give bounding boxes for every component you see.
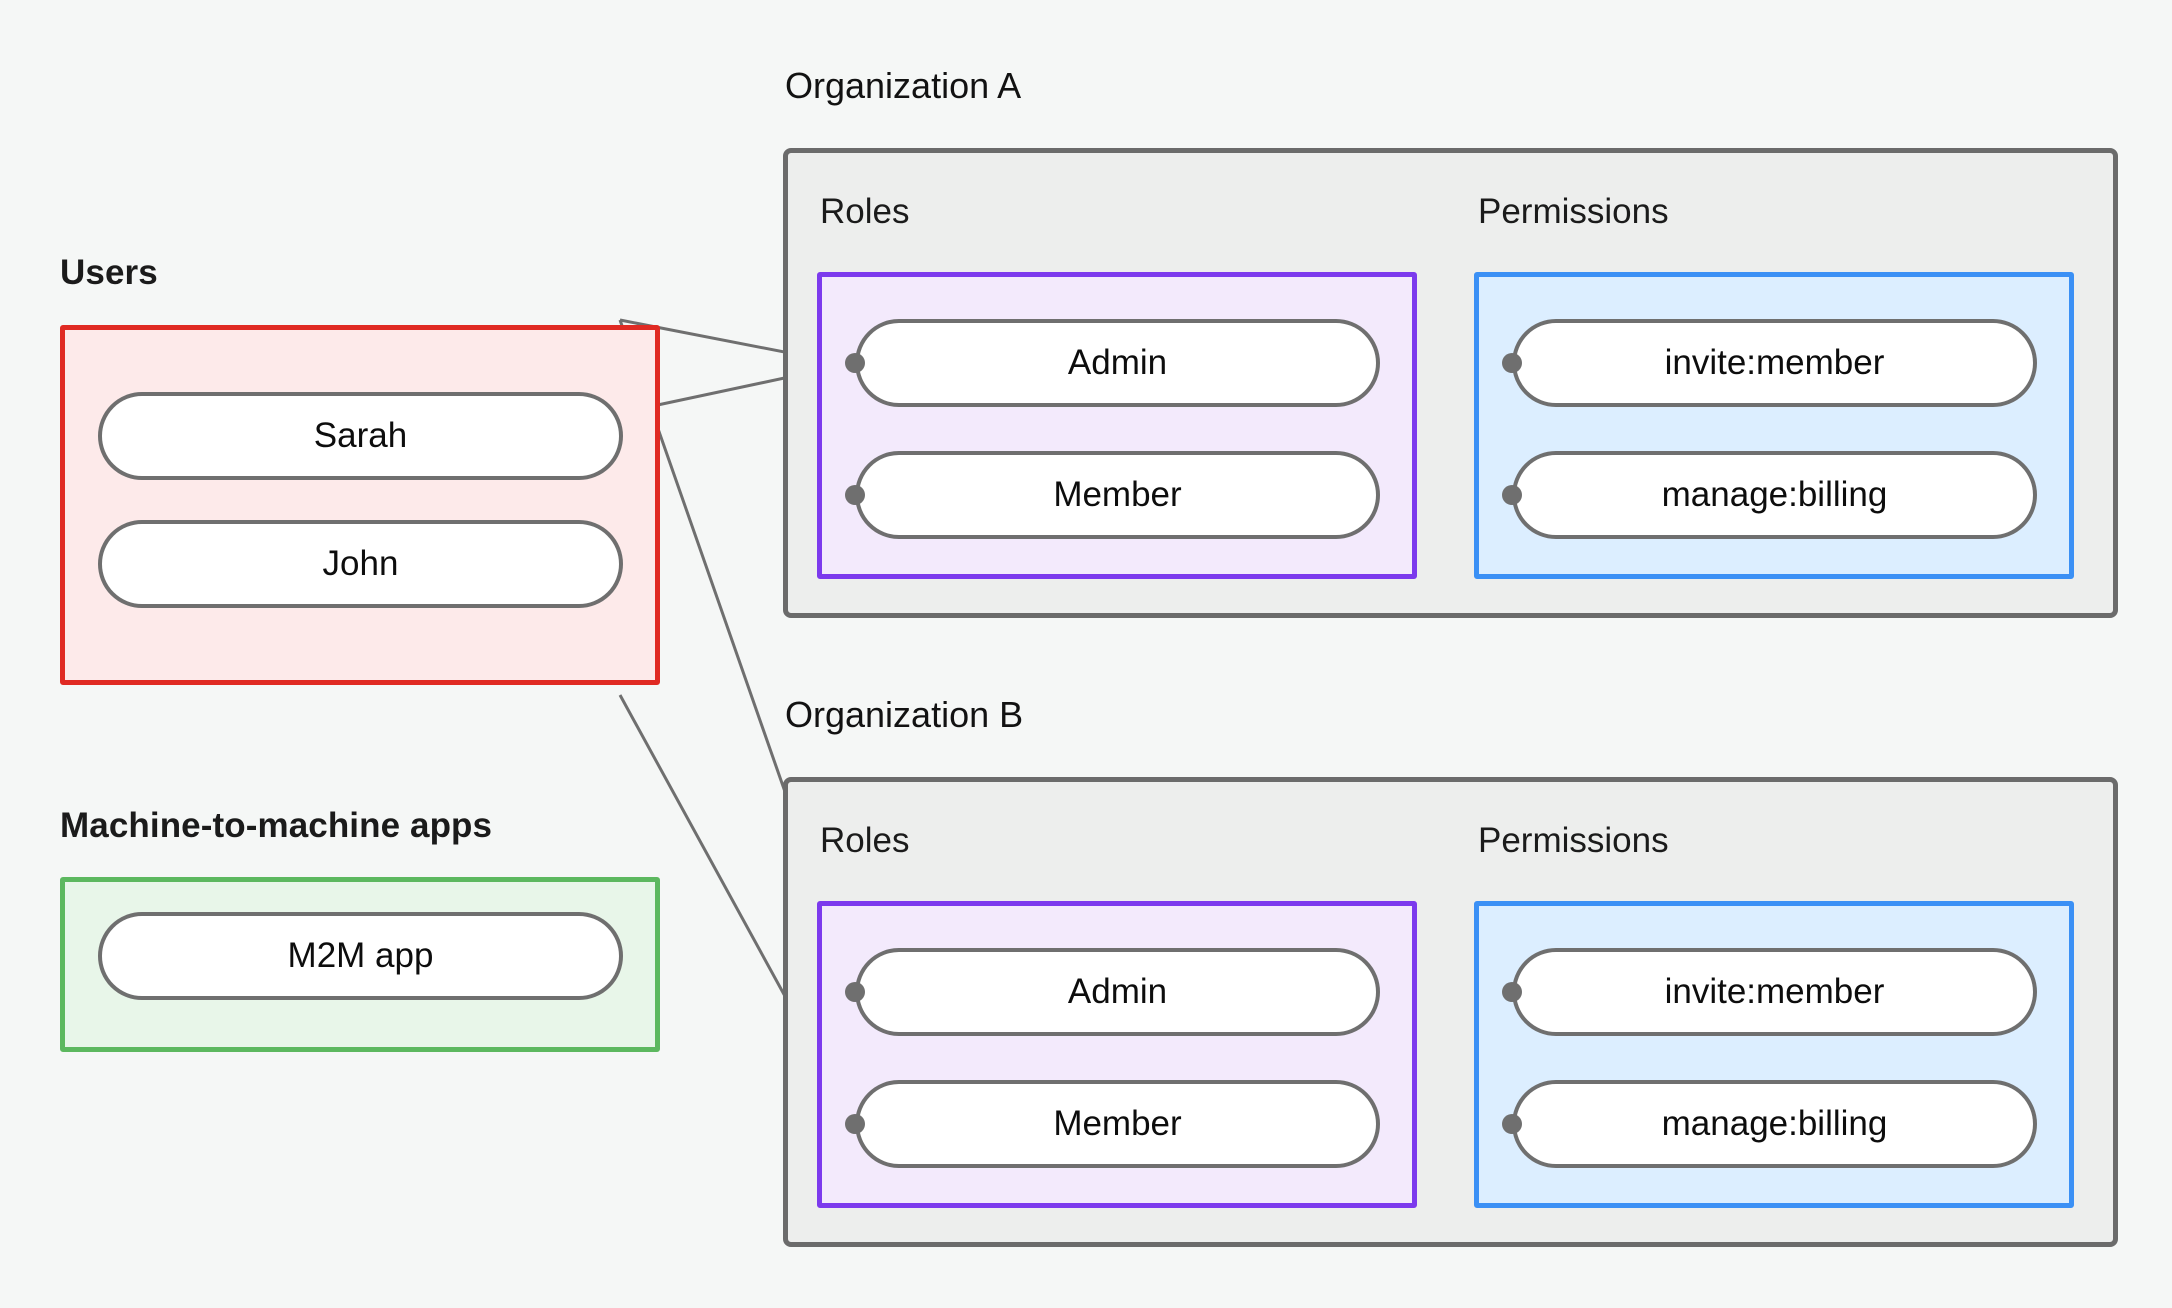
users-group-title: Users <box>60 253 158 292</box>
port-org-b-member-in <box>845 1114 865 1134</box>
org-a-permissions-title: Permissions <box>1478 192 1669 231</box>
port-org-a-member-in <box>845 485 865 505</box>
m2m-node-app[interactable]: M2M app <box>98 912 623 1000</box>
org-a-permission-node-manage-billing[interactable]: manage:billing <box>1512 451 2037 539</box>
org-b-permission-node-invite-member[interactable]: invite:member <box>1512 948 2037 1036</box>
user-node-john[interactable]: John <box>98 520 623 608</box>
port-org-b-invite-member-in <box>1502 982 1522 1002</box>
port-org-a-manage-billing-in <box>1502 485 1522 505</box>
users-group-box <box>60 325 660 685</box>
org-a-roles-title: Roles <box>820 192 910 231</box>
port-org-a-invite-member-in <box>1502 353 1522 373</box>
port-org-b-manage-billing-in <box>1502 1114 1522 1134</box>
org-b-title: Organization B <box>785 694 1024 735</box>
org-a-title: Organization A <box>785 65 1022 106</box>
user-node-sarah[interactable]: Sarah <box>98 392 623 480</box>
org-a-role-node-member[interactable]: Member <box>855 451 1380 539</box>
port-org-a-admin-in <box>845 353 865 373</box>
org-b-roles-title: Roles <box>820 821 910 860</box>
org-b-role-node-admin[interactable]: Admin <box>855 948 1380 1036</box>
org-b-permissions-title: Permissions <box>1478 821 1669 860</box>
org-b-permission-node-manage-billing[interactable]: manage:billing <box>1512 1080 2037 1168</box>
org-a-role-node-admin[interactable]: Admin <box>855 319 1380 407</box>
m2m-group-title: Machine-to-machine apps <box>60 806 493 845</box>
org-b-role-node-member[interactable]: Member <box>855 1080 1380 1168</box>
port-org-b-admin-in <box>845 982 865 1002</box>
org-a-permission-node-invite-member[interactable]: invite:member <box>1512 319 2037 407</box>
